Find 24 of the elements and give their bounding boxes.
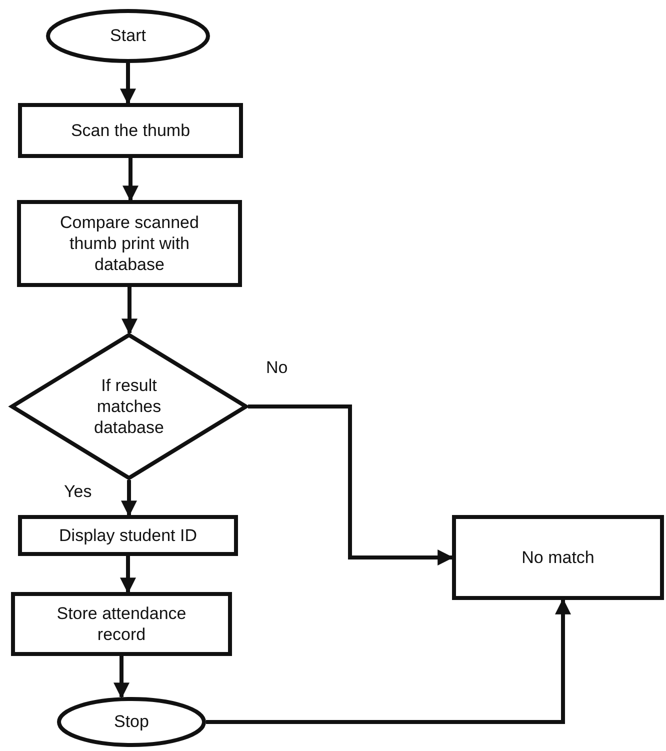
arrow xyxy=(206,598,571,724)
terminal-oval xyxy=(46,9,210,63)
node-text: If result matches database xyxy=(93,374,165,438)
node-text: Start xyxy=(110,25,146,47)
decision-diamond xyxy=(10,333,248,480)
node-text: Compare scanned thumb print with database xyxy=(59,212,200,276)
process-box xyxy=(452,515,664,600)
node-text: Display student ID xyxy=(59,524,197,546)
node-text: Stop xyxy=(114,711,149,733)
arrow xyxy=(120,556,136,594)
process-box xyxy=(18,515,238,556)
arrow xyxy=(121,480,137,517)
arrow xyxy=(248,404,454,566)
arrow xyxy=(122,287,138,335)
process-box xyxy=(17,200,242,287)
node-text: Scan the thumb xyxy=(70,120,190,142)
arrow xyxy=(114,656,130,699)
arrow xyxy=(122,158,138,202)
arrow xyxy=(120,63,136,105)
process-box xyxy=(11,592,232,656)
node-text: No match xyxy=(522,546,594,568)
terminal-oval xyxy=(57,697,206,747)
node-text: Store attendance record xyxy=(56,602,188,646)
process-box xyxy=(18,103,243,158)
